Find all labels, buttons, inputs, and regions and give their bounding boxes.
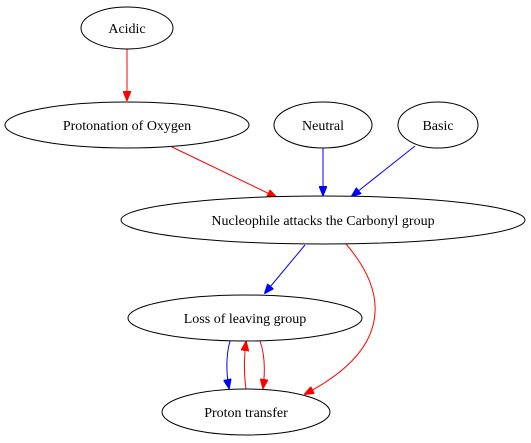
node-basic-label: Basic [422, 119, 453, 134]
edge-leaving-to-proton-transfer-blue [227, 340, 230, 388]
edge-nucleophile-to-proton-transfer [305, 243, 376, 394]
node-neutral: Neutral [273, 101, 373, 149]
node-leaving-label: Loss of leaving group [184, 312, 306, 327]
node-protonation: Protonation of Oxygen [4, 101, 250, 149]
node-acidic-label: Acidic [108, 22, 145, 37]
node-protonation-label: Protonation of Oxygen [63, 119, 191, 134]
node-nucleophile-shape [120, 195, 526, 245]
node-acidic-shape [80, 6, 174, 50]
edges [127, 49, 416, 394]
node-nucleophile-label: Nucleophile attacks the Carbonyl group [211, 214, 434, 229]
edge-protonation-to-nucleophile [171, 146, 276, 197]
node-leaving: Loss of leaving group [127, 294, 363, 342]
node-proton-transfer: Proton transfer [161, 388, 331, 436]
node-neutral-shape [273, 101, 373, 149]
edge-nucleophile-to-leaving [265, 244, 306, 293]
node-proton-transfer-shape [161, 388, 331, 436]
edge-basic-to-nucleophile [352, 145, 416, 196]
node-proton-transfer-label: Proton transfer [204, 406, 288, 421]
node-leaving-shape [127, 294, 363, 342]
node-protonation-shape [4, 101, 250, 149]
node-basic: Basic [397, 101, 479, 149]
edge-leaving-to-proton-transfer-red [259, 340, 264, 388]
node-basic-shape [397, 101, 479, 149]
node-acidic: Acidic [80, 6, 174, 50]
node-nucleophile: Nucleophile attacks the Carbonyl group [120, 195, 526, 245]
node-neutral-label: Neutral [302, 119, 344, 134]
edge-proton-transfer-to-leaving [245, 342, 247, 390]
